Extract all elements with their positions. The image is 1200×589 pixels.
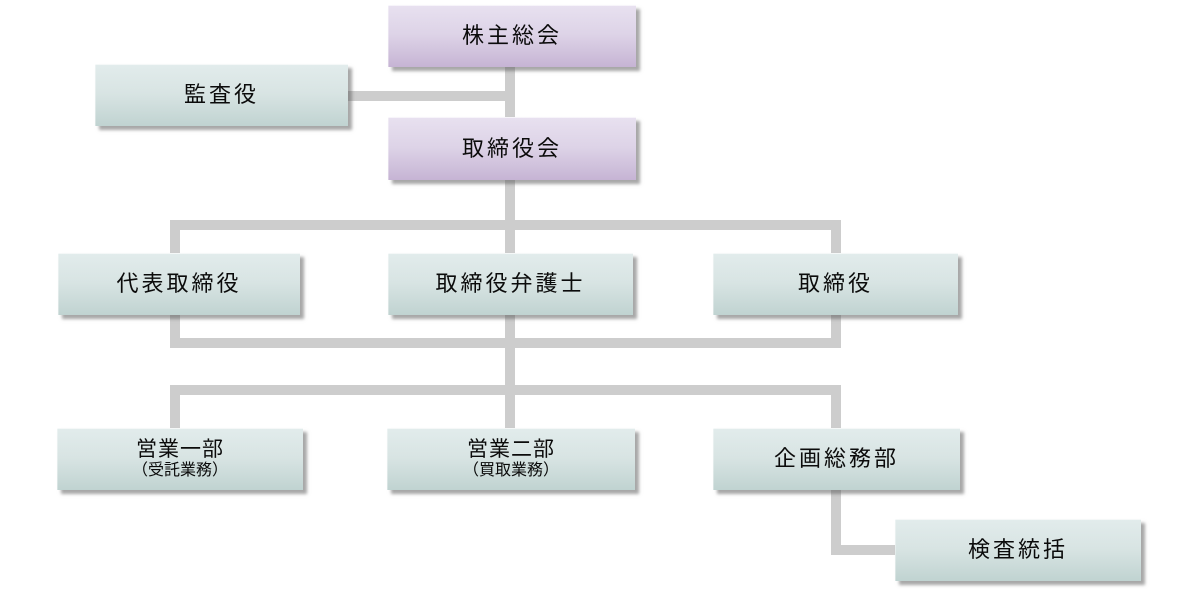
connector-planning-down: [831, 485, 841, 555]
node-shareholders-label: 株主総会: [461, 23, 562, 49]
node-director-label: 取締役: [797, 271, 873, 297]
node-inspection-supervision: 検査統括: [895, 519, 1141, 581]
node-director-lawyer: 取締役弁護士: [388, 253, 633, 315]
node-planning-label: 企画総務部: [773, 446, 899, 472]
connector-auditor-lateral: [340, 91, 515, 101]
connector-shareholders-to-board: [505, 60, 515, 120]
node-auditor: 監査役: [95, 64, 348, 126]
node-auditor-label: 監査役: [183, 82, 259, 108]
node-sales-dept-2-label: 営業二部: [467, 438, 555, 462]
node-planning-general-affairs: 企画総務部: [713, 428, 960, 490]
node-sales-dept-1-label: 営業一部: [136, 438, 224, 462]
node-sales-dept-1-sublabel: （受託業務）: [131, 462, 228, 480]
node-board-label: 取締役会: [461, 135, 562, 161]
connector-bus-director-collect: [170, 338, 841, 348]
node-director-lawyer-label: 取締役弁護士: [435, 271, 586, 297]
node-director: 取締役: [713, 253, 958, 315]
connector-left-department-drop: [170, 385, 180, 432]
node-sales-dept-1: 営業一部 （受託業務）: [57, 428, 303, 490]
connector-right-department-drop: [831, 385, 841, 432]
node-sales-dept-2: 営業二部 （買取業務）: [387, 428, 635, 490]
connector-bus-directors: [170, 220, 841, 230]
connector-to-inspection: [831, 545, 899, 555]
node-board-of-directors: 取締役会: [388, 117, 636, 180]
connector-bus-departments: [170, 385, 841, 395]
node-inspection-label: 検査統括: [967, 537, 1068, 563]
node-sales-dept-2-sublabel: （買取業務）: [462, 462, 559, 480]
node-rep-director-label: 代表取締役: [116, 271, 242, 297]
node-representative-director: 代表取締役: [58, 253, 300, 315]
node-shareholders-meeting: 株主総会: [388, 5, 636, 67]
